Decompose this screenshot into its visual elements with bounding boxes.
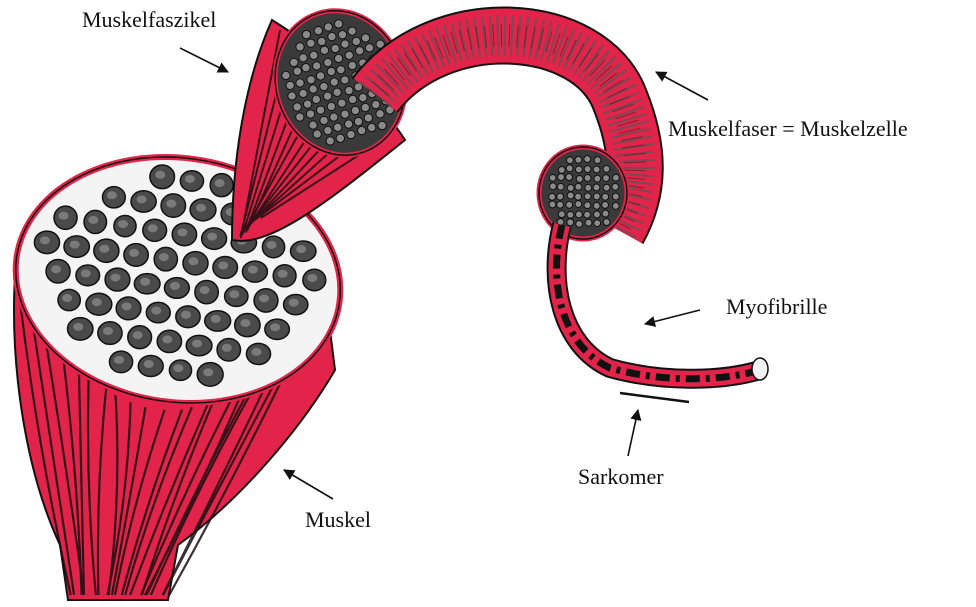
fascicle-cone	[232, 0, 423, 241]
label-muskelfaszikel: Muskelfaszikel	[82, 9, 216, 31]
muscle-arrow	[284, 470, 333, 499]
label-sarkomer: Sarkomer	[578, 466, 664, 488]
myofibril-arrow	[645, 310, 700, 324]
fascicle-arrow	[180, 48, 228, 72]
sarcomere-bar	[620, 393, 689, 402]
sarcomere-arrow	[628, 410, 638, 456]
label-muskel: Muskel	[305, 509, 371, 531]
fiber-arrow	[656, 72, 708, 100]
label-myofibrille: Myofibrille	[726, 296, 827, 318]
label-muskelfaser: Muskelfaser = Muskelzelle	[668, 118, 908, 140]
muscle-fiber	[375, 35, 635, 239]
myofibril-end	[752, 358, 768, 380]
